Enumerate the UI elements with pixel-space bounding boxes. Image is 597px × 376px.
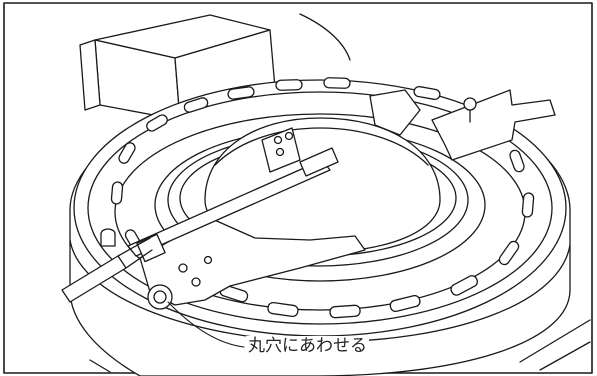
motor-block: [79, 14, 276, 121]
pin: [100, 228, 116, 247]
screwdriver: [61, 237, 153, 303]
bg-line: [299, 13, 351, 61]
right-bracket: [369, 89, 556, 161]
annotation-label: 丸穴にあわせる: [246, 336, 369, 356]
leader-line: [167, 301, 245, 348]
mounting-bracket: [139, 217, 366, 310]
upper-tab: [261, 127, 301, 173]
